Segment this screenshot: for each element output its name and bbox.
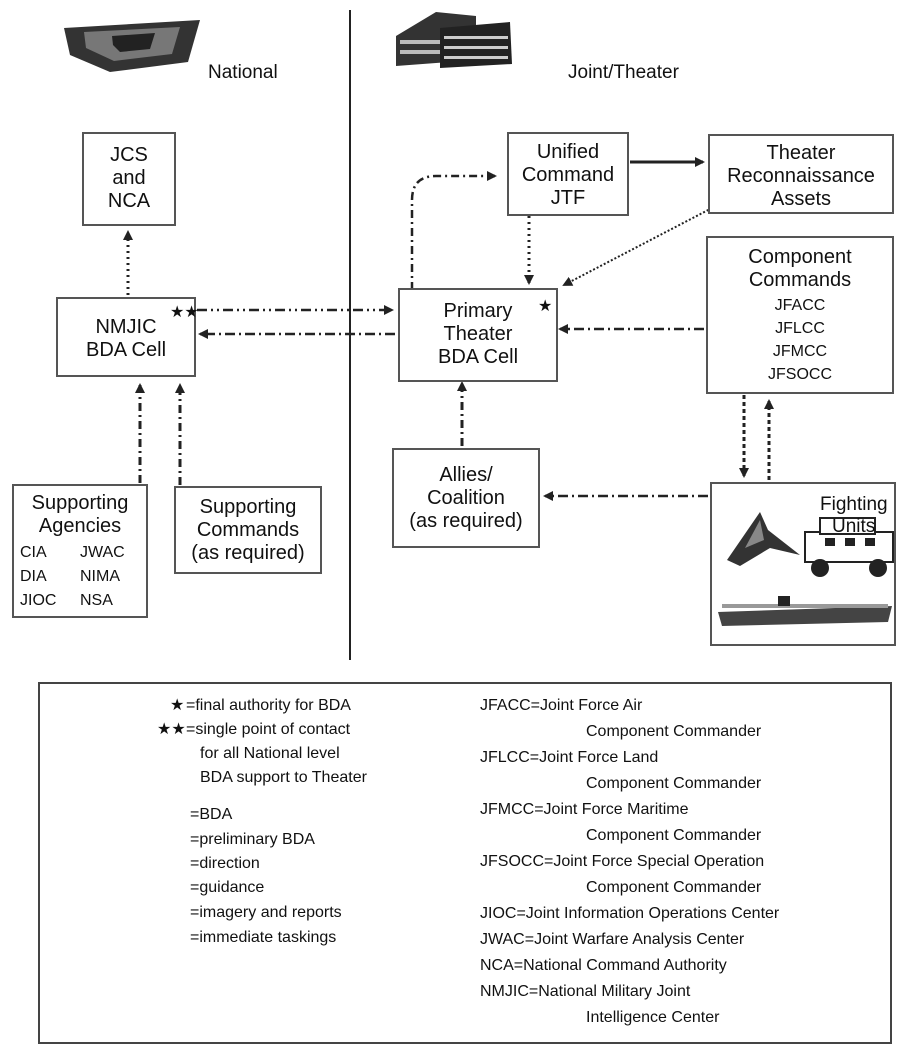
acronym-jfmcc: JFMCC=Joint Force Maritime <box>480 801 689 818</box>
legend-label-guidance: =guidance <box>190 879 265 896</box>
primary-line-3: BDA Cell <box>437 346 519 368</box>
legend-label-imagery: =imagery and reports <box>190 904 342 921</box>
recon-line-3: Assets <box>770 188 832 210</box>
nmjic-line-1: NMJIC <box>95 316 157 338</box>
box-allies-coalition: Allies/ Coalition (as required) <box>392 448 540 548</box>
legend-star-double-text-3: BDA support to Theater <box>200 769 367 786</box>
acronym-jfacc: JFACC=Joint Force Air <box>480 697 643 714</box>
unified-line-3: JTF <box>550 187 586 209</box>
ship-icon <box>718 596 892 626</box>
nmjic-star-badge: ★★ <box>170 304 199 321</box>
component-title-2: Commands <box>748 269 852 291</box>
legend-label-direction: =direction <box>190 855 260 872</box>
agencies-title-1: Supporting <box>31 492 129 514</box>
agency-cia: CIA <box>20 544 47 561</box>
box-unified-command: Unified Command JTF <box>507 132 629 216</box>
acronym-jfacc-cont: Component Commander <box>586 723 762 740</box>
component-jflcc: JFLCC <box>775 320 825 337</box>
arrow-primary-to-unified <box>410 171 497 290</box>
header-joint-theater: Joint/Theater <box>568 62 679 83</box>
recon-line-1: Theater <box>766 142 836 164</box>
acronym-jfmcc-cont: Component Commander <box>586 827 762 844</box>
acronym-jfsocc-cont: Component Commander <box>586 879 762 896</box>
legend-star-double-text-2: for all National level <box>200 745 340 762</box>
allies-line-2: Coalition <box>427 487 505 509</box>
agency-dia: DIA <box>20 568 47 585</box>
allies-line-3: (as required) <box>409 510 523 532</box>
box-jcs-nca: JCS and NCA <box>82 132 176 226</box>
acronym-nca: NCA=National Command Authority <box>480 957 727 974</box>
primary-line-1: Primary <box>443 300 513 322</box>
allies-line-1: Allies/ <box>439 464 493 486</box>
jcs-line-3: NCA <box>107 190 151 212</box>
commands-line-2: Commands <box>196 519 300 541</box>
humvee-icon <box>804 517 894 577</box>
component-jfmcc: JFMCC <box>772 343 828 360</box>
legend-star-single-text: =final authority for BDA <box>186 697 351 714</box>
agency-jwac: JWAC <box>80 544 125 561</box>
acronym-jflcc: JFLCC=Joint Force Land <box>480 749 659 766</box>
box-component-commands: Component Commands JFACC JFLCC JFMCC JFS… <box>706 236 894 394</box>
nmjic-line-2: BDA Cell <box>85 339 167 361</box>
box-supporting-commands: Supporting Commands (as required) <box>174 486 322 574</box>
legend-label-bda: =BDA <box>190 806 233 823</box>
building-icon <box>396 12 512 68</box>
legend-star-double-text-1: =single point of contact <box>186 721 351 738</box>
commands-line-3: (as required) <box>191 542 305 564</box>
jcs-line-2: and <box>112 167 146 189</box>
component-title-1: Component <box>748 246 852 268</box>
fighting-line-1: Fighting <box>820 494 888 515</box>
pentagon-icon <box>64 20 200 72</box>
acronym-nmjic-cont: Intelligence Center <box>586 1009 720 1026</box>
arrow-recon-to-primary <box>562 207 713 286</box>
box-fighting-units: Fighting Units <box>710 482 896 646</box>
agency-jioc: JIOC <box>20 592 57 609</box>
agency-nima: NIMA <box>80 568 120 585</box>
acronym-nmjic: NMJIC=National Military Joint <box>480 983 691 1000</box>
box-nmjic-bda-cell: NMJIC BDA Cell ★★ <box>56 297 199 377</box>
acronym-jflcc-cont: Component Commander <box>586 775 762 792</box>
agency-nsa: NSA <box>80 592 113 609</box>
commands-line-1: Supporting <box>199 496 297 518</box>
component-jfsocc: JFSOCC <box>768 366 832 383</box>
legend-box <box>38 682 892 1044</box>
acronym-jfsocc: JFSOCC=Joint Force Special Operation <box>480 853 765 870</box>
unified-line-1: Unified <box>536 141 600 163</box>
legend-label-preliminary: =preliminary BDA <box>190 831 315 848</box>
box-supporting-agencies: Supporting Agencies CIA JWAC DIA NIMA JI… <box>12 484 148 618</box>
primary-star-badge: ★ <box>538 298 553 315</box>
agencies-title-2: Agencies <box>38 515 122 537</box>
aircraft-icon <box>727 512 800 566</box>
header-national: National <box>208 62 278 83</box>
box-theater-recon: Theater Reconnaissance Assets <box>708 134 894 214</box>
component-jfacc: JFACC <box>774 297 826 314</box>
fighting-line-2: Units <box>832 516 876 537</box>
unified-line-2: Command <box>521 164 615 186</box>
recon-line-2: Reconnaissance <box>727 165 875 187</box>
jcs-line-1: JCS <box>110 144 148 166</box>
legend-label-taskings: =immediate taskings <box>190 929 337 946</box>
legend-star-single: ★ <box>170 697 185 714</box>
box-primary-theater-bda: Primary Theater BDA Cell ★ <box>398 288 558 382</box>
primary-line-2: Theater <box>443 323 513 345</box>
acronym-jioc: JIOC=Joint Information Operations Center <box>480 905 780 922</box>
acronym-jwac: JWAC=Joint Warfare Analysis Center <box>480 931 745 948</box>
legend-star-double: ★★ <box>157 721 186 738</box>
